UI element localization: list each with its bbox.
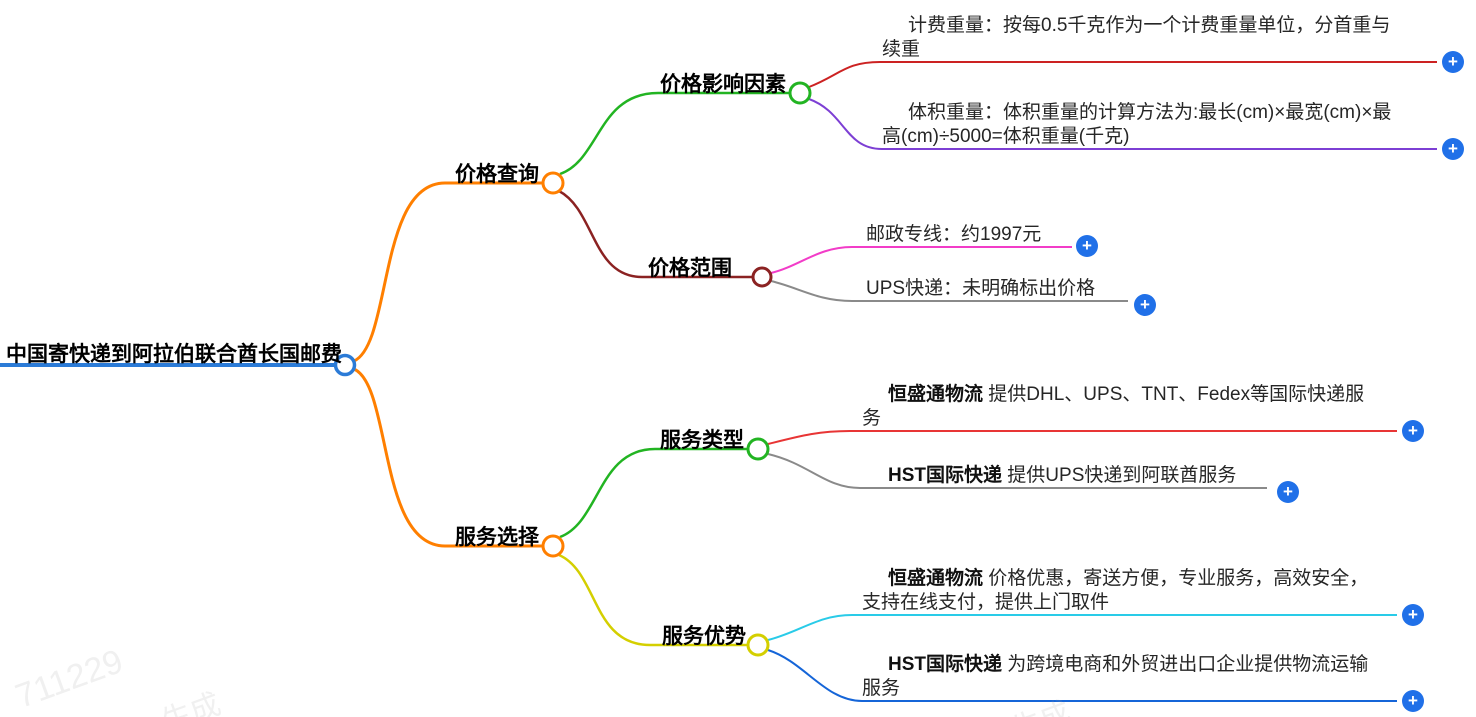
- add-child-button-ups-price[interactable]: +: [1134, 294, 1156, 316]
- edge-price-query-to-factors: [559, 91, 790, 176]
- leaf-hst-adv-term: HST国际快递: [888, 654, 1003, 675]
- leaf-hengshengtong-type-text: 提供DHL、UPS、TNT、Fedex等国际快递服务: [862, 384, 1365, 429]
- service-type-node-dot[interactable]: [746, 437, 770, 461]
- edge-choose-to-service-adv: [558, 553, 748, 647]
- add-child-button-volume-weight[interactable]: +: [1442, 138, 1464, 160]
- edge-range-to-postal-line: [770, 246, 1072, 274]
- leaf-hst-type[interactable]: HST国际快递 提供UPS快递到阿联酋服务: [862, 464, 1236, 488]
- add-child-button-hst-adv[interactable]: +: [1402, 690, 1424, 712]
- leaf-postal-line[interactable]: 邮政专线：约1997元: [866, 223, 1041, 247]
- leaf-hst-type-term: HST国际快递: [888, 465, 1003, 486]
- leaf-hengshengtong-type-term: 恒盛通物流: [888, 384, 984, 405]
- leaf-hengshengtong-adv[interactable]: 恒盛通物流 价格优惠，寄送方便，专业服务，高效安全，支持在线支付，提供上门取件: [862, 567, 1378, 615]
- leaf-hengshengtong-type[interactable]: 恒盛通物流 提供DHL、UPS、TNT、Fedex等国际快递服务: [862, 383, 1378, 431]
- leaf-ups-price[interactable]: UPS快递：未明确标出价格: [866, 277, 1095, 301]
- price-query-node-dot[interactable]: [541, 171, 565, 195]
- leaf-hst-adv[interactable]: HST国际快递 为跨境电商和外贸进出口企业提供物流运输服务: [862, 653, 1378, 701]
- edge-factors-to-volume-weight: [808, 98, 1437, 150]
- add-child-button-billed-weight[interactable]: +: [1442, 51, 1464, 73]
- node-price-range-label[interactable]: 价格范围: [648, 257, 732, 280]
- root-node-label[interactable]: 中国寄快递到阿拉伯联合酋长国邮费: [6, 343, 342, 366]
- service-choose-node-dot[interactable]: [541, 534, 565, 558]
- edge-type-to-hst: [767, 453, 1267, 489]
- add-child-button-hengshengtong-adv[interactable]: +: [1402, 604, 1424, 626]
- service-adv-node-dot[interactable]: [746, 633, 770, 657]
- node-price-factors-label[interactable]: 价格影响因素: [660, 73, 786, 96]
- add-child-button-hengshengtong-type[interactable]: +: [1402, 420, 1424, 442]
- edge-range-to-ups: [770, 280, 1128, 302]
- leaf-billed-weight-text: 计费重量：按每0.5千克作为一个计费重量单位，分首重与续重: [882, 15, 1391, 60]
- root-node-dot[interactable]: [333, 353, 357, 377]
- price-factors-node-dot[interactable]: [788, 81, 812, 105]
- price-range-node-dot[interactable]: [751, 266, 773, 288]
- leaf-hengshengtong-adv-term: 恒盛通物流: [888, 568, 984, 589]
- edge-price-query-to-range: [558, 189, 753, 279]
- node-service-type-label[interactable]: 服务类型: [660, 429, 744, 452]
- branch-price-query-label[interactable]: 价格查询: [455, 163, 539, 186]
- leaf-hengshengtong-adv-text: 价格优惠，寄送方便，专业服务，高效安全，支持在线支付，提供上门取件: [862, 568, 1369, 613]
- edge-choose-to-service-type: [559, 447, 748, 539]
- add-child-button-hst-type[interactable]: +: [1277, 481, 1299, 503]
- edge-adv-to-hst: [767, 649, 1397, 702]
- edge-type-to-hengshengtong: [767, 430, 1397, 445]
- branch-service-choose-label[interactable]: 服务选择: [455, 526, 539, 549]
- edge-root-to-price-query: [353, 181, 543, 363]
- leaf-postal-line-text: 邮政专线：约1997元: [866, 224, 1042, 245]
- leaf-hst-adv-text: 为跨境电商和外贸进出口企业提供物流运输服务: [862, 654, 1369, 699]
- edge-adv-to-hengshengtong: [767, 614, 1397, 641]
- leaf-billed-weight[interactable]: 计费重量：按每0.5千克作为一个计费重量单位，分首重与续重: [882, 14, 1398, 62]
- leaf-ups-price-text: UPS快递：未明确标出价格: [866, 278, 1096, 299]
- leaf-hst-type-text: 提供UPS快递到阿联酋服务: [1002, 465, 1237, 486]
- leaf-volume-weight[interactable]: 体积重量：体积重量的计算方法为:最长(cm)×最宽(cm)×最高(cm)÷500…: [882, 101, 1398, 149]
- add-child-button-postal-line[interactable]: +: [1076, 235, 1098, 257]
- edge-root-to-service-choose: [353, 367, 543, 548]
- node-service-adv-label[interactable]: 服务优势: [662, 625, 746, 648]
- leaf-volume-weight-text: 体积重量：体积重量的计算方法为:最长(cm)×最宽(cm)×最高(cm)÷500…: [882, 102, 1392, 147]
- edge-factors-to-billed-weight: [808, 61, 1437, 88]
